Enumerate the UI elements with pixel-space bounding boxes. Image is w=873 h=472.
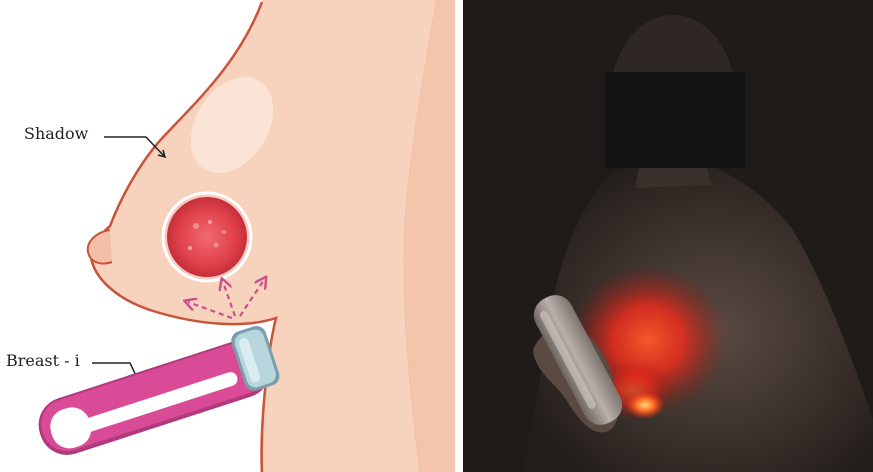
device-label: Breast - i: [6, 351, 80, 370]
probe-tip-light: [625, 391, 665, 419]
tumor-mass-icon: [163, 193, 251, 281]
face-censor-box: [605, 72, 745, 168]
diagram-panel: Shadow Breast - i: [0, 0, 455, 472]
breast-i-device-icon: [29, 323, 283, 462]
shadow-label: Shadow: [24, 124, 88, 143]
photo-scene: [463, 0, 873, 472]
nipple: [88, 230, 112, 264]
demonstration-photo: [463, 0, 873, 472]
breast-diagram: [0, 0, 455, 472]
